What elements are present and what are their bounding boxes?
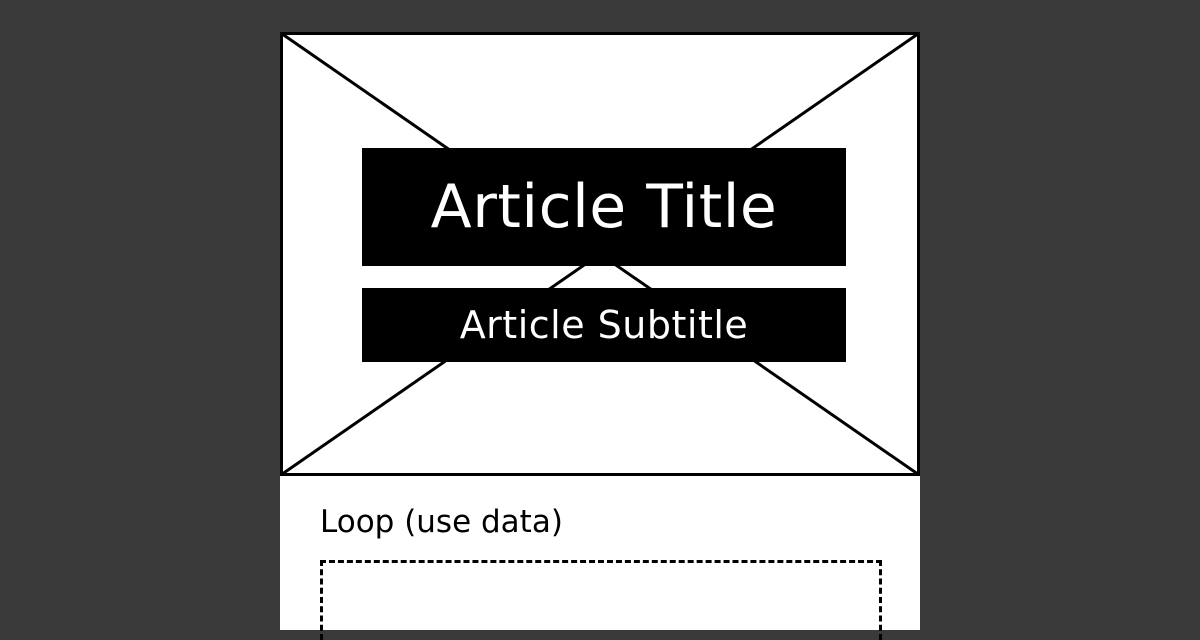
loop-label: Loop (use data) [320,504,563,540]
article-title-banner: Article Title [362,148,846,266]
article-title: Article Title [430,172,778,242]
hero-image-placeholder: Article Title Article Subtitle [280,32,920,476]
wireframe-card: Article Title Article Subtitle Loop (use… [280,32,920,640]
article-subtitle-banner: Article Subtitle [362,288,846,362]
loop-placeholder-area [320,560,882,640]
article-subtitle: Article Subtitle [459,303,749,347]
